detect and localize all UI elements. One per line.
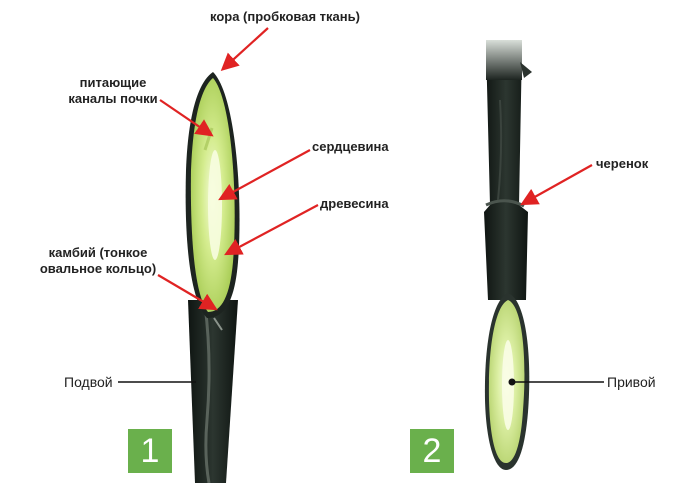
label-bud-channels-line1: питающие bbox=[58, 75, 168, 91]
figure-1-badge: 1 bbox=[128, 429, 172, 473]
label-cambium-line1: камбий (тонкое bbox=[36, 245, 160, 261]
label-bud-channels: питающие каналы почки bbox=[58, 75, 168, 107]
label-wood: древесина bbox=[320, 196, 389, 212]
label-cambium: камбий (тонкое овальное кольцо) bbox=[36, 245, 160, 277]
arrow-cutting bbox=[524, 165, 592, 203]
figure-2-badge: 2 bbox=[410, 429, 454, 473]
scion-dot bbox=[509, 379, 516, 386]
label-scion: Привой bbox=[607, 374, 656, 390]
label-bark: кора (пробковая ткань) bbox=[210, 9, 360, 25]
leader-lines bbox=[118, 379, 604, 386]
arrow-wood bbox=[228, 205, 318, 253]
label-cambium-line2: овальное кольцо) bbox=[36, 261, 160, 277]
rootstock-stem bbox=[188, 300, 238, 483]
rootstock-cut-face bbox=[186, 72, 240, 318]
scion-stem bbox=[484, 40, 532, 300]
label-pith: сердцевина bbox=[312, 139, 389, 155]
arrow-bark bbox=[224, 28, 268, 68]
label-rootstock: Подвой bbox=[64, 374, 113, 390]
label-cutting: черенок bbox=[596, 156, 648, 172]
label-bud-channels-line2: каналы почки bbox=[58, 91, 168, 107]
